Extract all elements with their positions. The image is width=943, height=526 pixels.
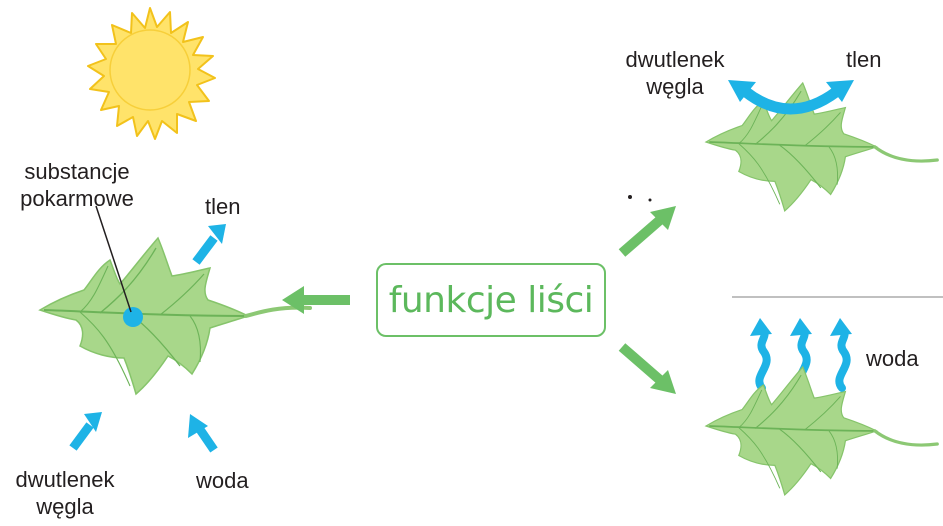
label-left-water: woda [196,468,249,493]
center-box: funkcje liści [376,263,606,337]
right-top-leaf [705,82,939,212]
nutrient-dot [123,307,143,327]
label-right-water: woda [866,346,919,371]
label-left-oxygen: tlen [205,194,241,219]
arrow-down-to-transpiration [618,343,676,394]
nutrient-pointer-line [95,205,132,313]
label-right-oxygen: tlen [846,47,882,72]
co2-in-arrow [69,412,102,451]
label-substances: substancje pokarmowe [20,159,134,211]
gas-exchange-curved-arrow [728,80,854,115]
oxygen-out-arrow [192,224,226,265]
center-title: funkcje liści [388,279,594,321]
label-right-co2: dwutlenek węgla [625,47,725,99]
sun-icon [87,7,216,140]
water-vapor-arrowheads [750,318,852,336]
left-leaf [39,237,312,395]
arrow-left-to-photosynthesis [282,286,350,314]
arrow-up-to-gas-exchange [618,206,676,257]
label-left-co2: dwutlenek węgla [15,467,115,519]
water-in-arrow [188,414,218,453]
right-bottom-leaf [705,366,939,496]
